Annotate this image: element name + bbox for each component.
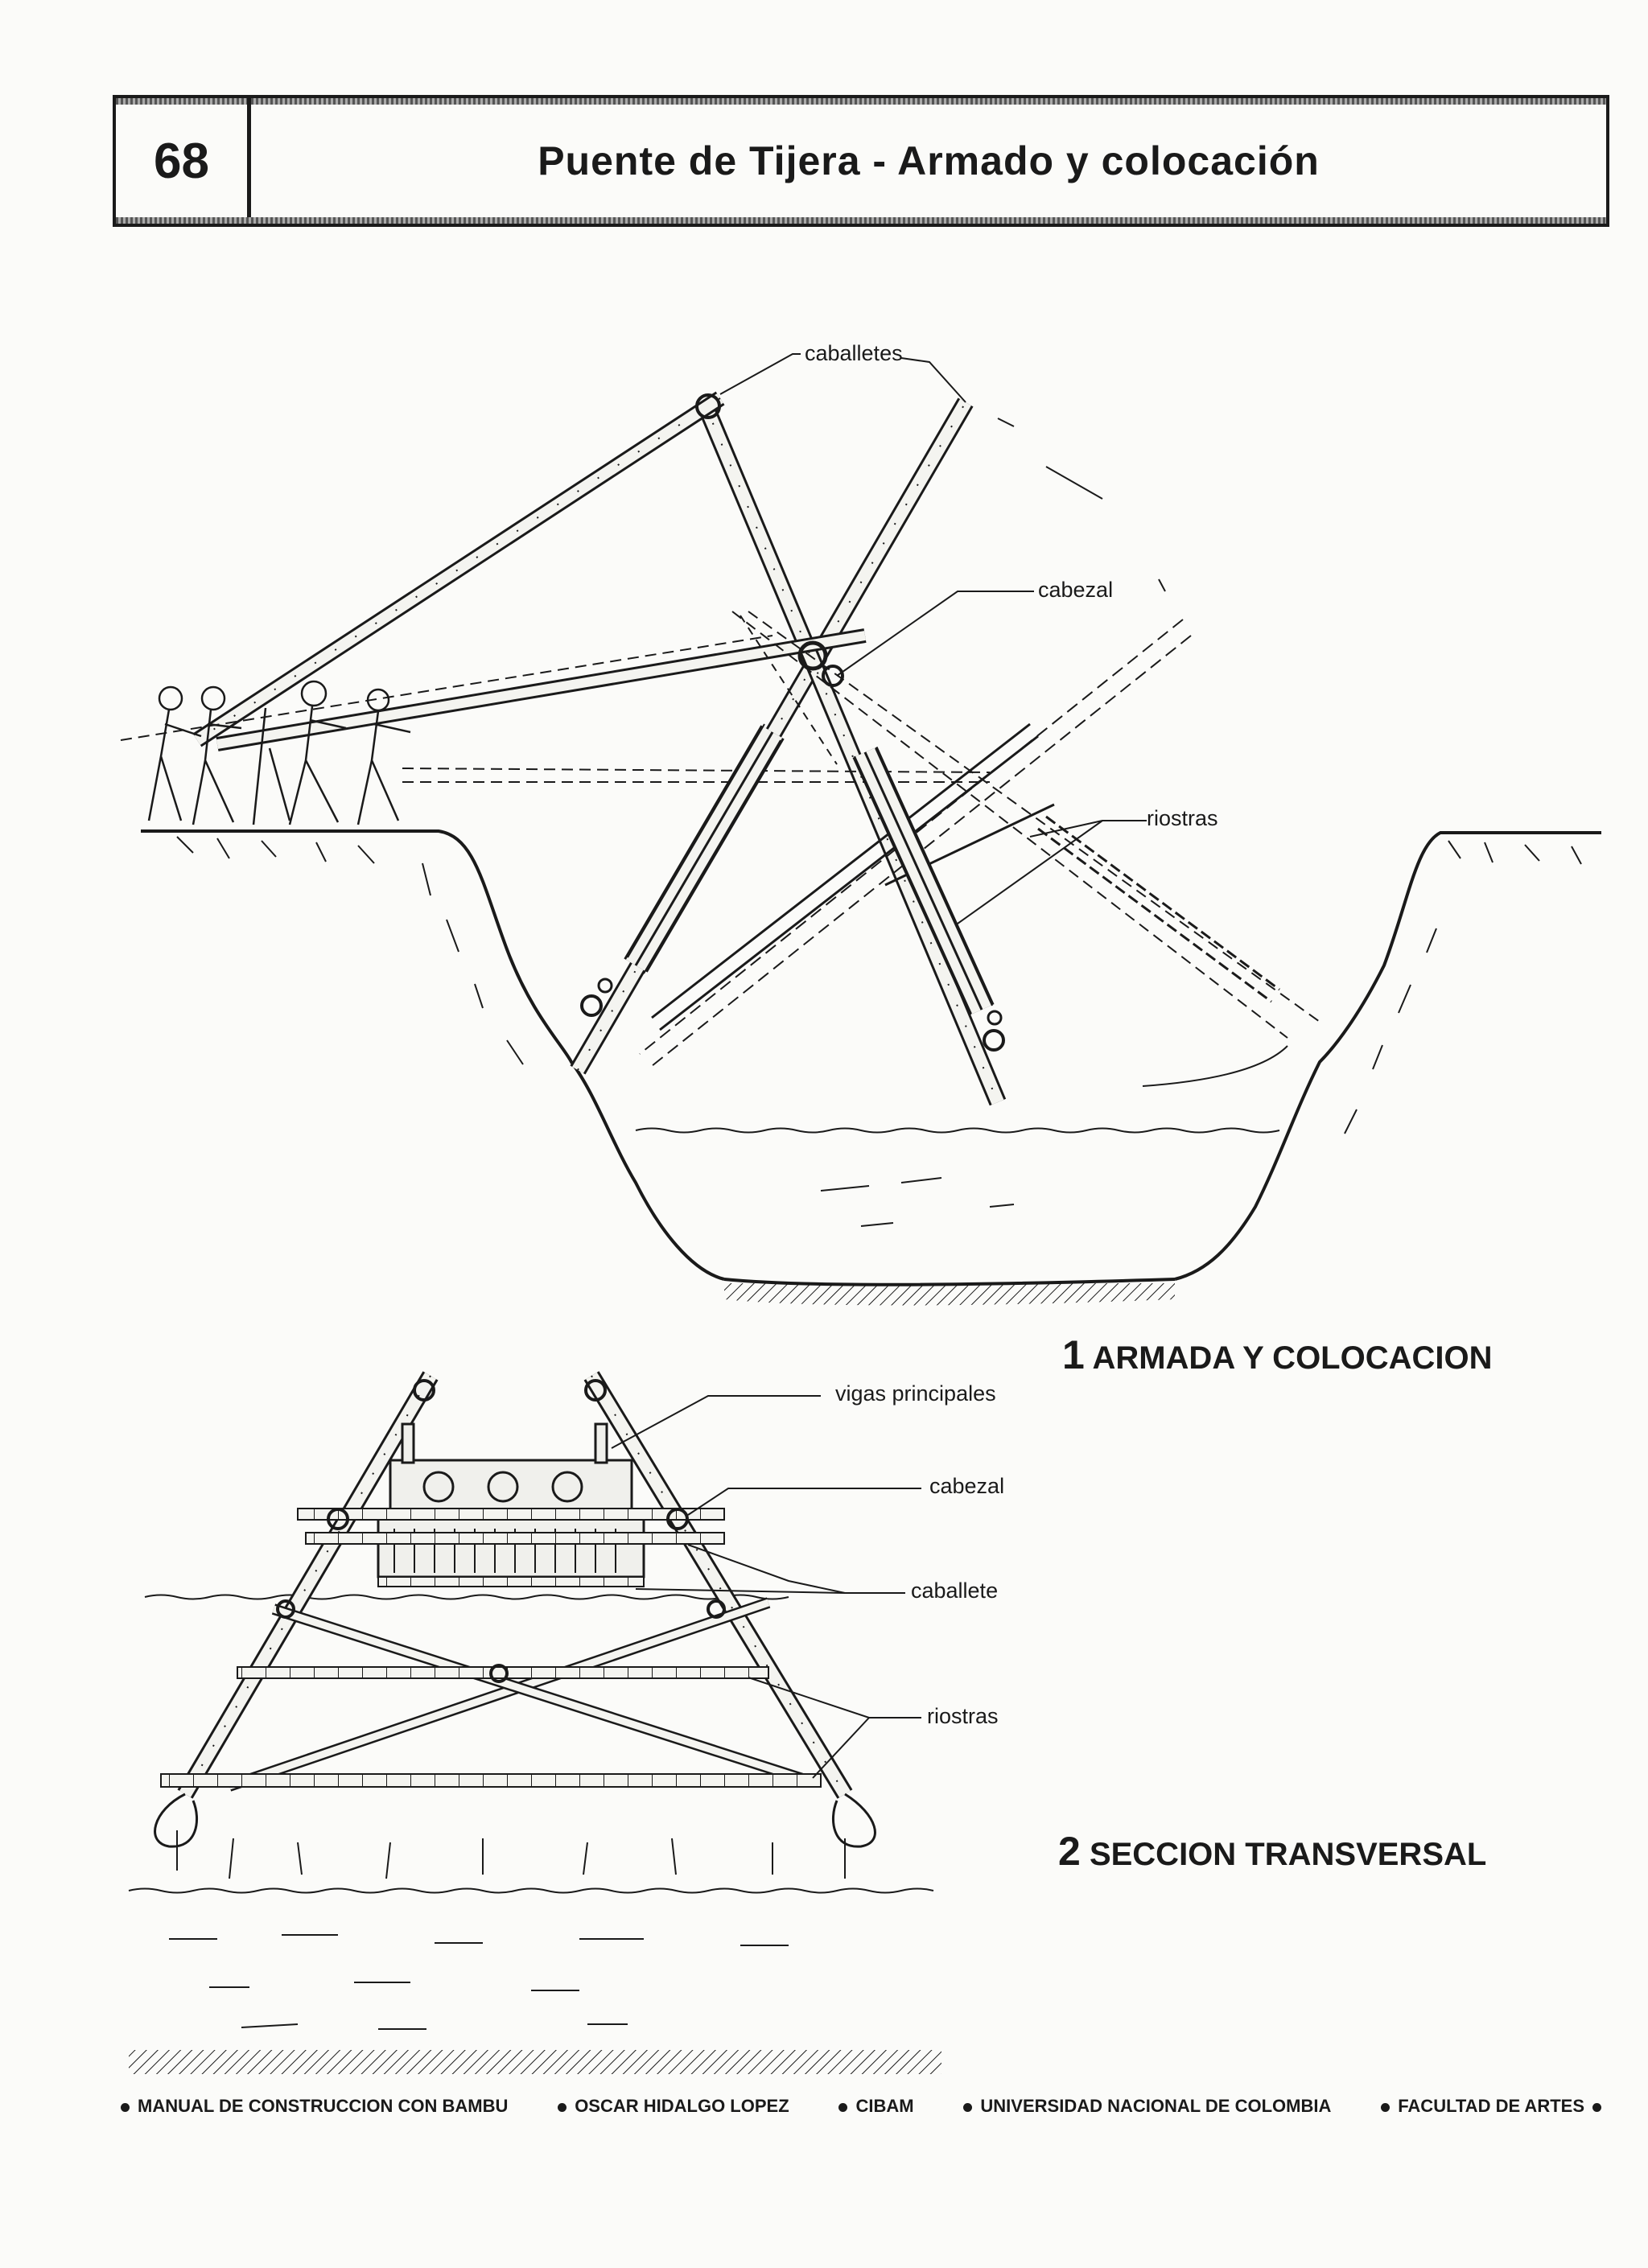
ground-right-texture — [1344, 840, 1582, 1134]
guide-rope-2 — [402, 768, 991, 773]
label-caballete: caballete — [911, 1579, 999, 1603]
water-line — [635, 1127, 1280, 1134]
river-bed-section — [129, 2050, 941, 2074]
bullet-icon — [963, 2102, 973, 2112]
figure-2-section-drawing — [128, 1371, 941, 2074]
header-shade-top — [116, 98, 1606, 105]
water-surface — [144, 1594, 789, 1600]
ground-left — [141, 829, 725, 1281]
page-number: 68 — [116, 98, 251, 224]
workers-pulling — [147, 680, 411, 825]
bullet-icon — [121, 2102, 130, 2112]
figure-1-assembly-drawing — [120, 391, 1601, 1306]
footer-item: OSCAR HIDALGO LOPEZ — [550, 2096, 789, 2117]
figure-1-caption-text: ARMADA Y COLOCACION — [1092, 1340, 1493, 1376]
page-title: Puente de Tijera - Armado y colocación — [538, 138, 1320, 183]
footer-item: MANUAL DE CONSTRUCCION CON BAMBU — [113, 2096, 508, 2117]
deck-beams — [377, 1422, 645, 1579]
label-cabezal-fig2: cabezal — [929, 1474, 1005, 1498]
page-footer: MANUAL DE CONSTRUCCION CON BAMBU OSCAR H… — [113, 2096, 1609, 2117]
guide-pole-ghost — [740, 615, 838, 765]
horizontal-riostra-2 — [160, 1773, 822, 1788]
joint-bottom-a — [580, 994, 603, 1017]
header-shade-bottom — [116, 217, 1606, 224]
label-cabezal-fig1: cabezal — [1038, 578, 1114, 602]
riostra-2 — [1037, 827, 1272, 1003]
bamboo-bundle-right — [852, 746, 995, 1016]
joint-top-left — [695, 393, 721, 419]
figure-2-caption-text: SECCION TRANSVERSAL — [1089, 1837, 1487, 1872]
figure-2-caption: 2 SECCION TRANSVERSAL — [1058, 1828, 1486, 1875]
bamboo-bundle-left — [624, 723, 785, 974]
joint-bottom-b — [983, 1029, 1005, 1052]
figure-1-caption: 1 ARMADA Y COLOCACION — [1062, 1332, 1493, 1378]
leg-foot-right — [831, 1793, 876, 1848]
bullet-icon — [1592, 2102, 1601, 2112]
ground-right — [1174, 831, 1601, 1281]
page-header: 68 Puente de Tijera - Armado y colocació… — [113, 95, 1609, 227]
river-bed-hatch — [724, 1283, 1175, 1306]
label-riostras-fig1: riostras — [1147, 806, 1218, 830]
guide-rope-1 — [120, 635, 773, 741]
cabezal-beam-1 — [297, 1508, 725, 1521]
figure-1-leaders — [719, 353, 1147, 924]
swing-arc — [1142, 1045, 1288, 1087]
horizontal-riostra-1 — [237, 1666, 769, 1679]
bullet-icon — [558, 2102, 567, 2112]
figure-2-leaders — [611, 1395, 921, 1779]
leg-foot-left — [154, 1793, 199, 1848]
footer-item: UNIVERSIDAD NACIONAL DE COLOMBIA — [955, 2096, 1331, 2117]
bullet-icon — [838, 2102, 848, 2112]
water-level-low — [128, 1887, 934, 1894]
label-riostras-fig2: riostras — [927, 1704, 999, 1728]
cabezal-beam-2 — [305, 1532, 725, 1545]
water-marks — [820, 1177, 1015, 1227]
label-caballetes: caballetes — [805, 341, 903, 365]
footer-item: FACULTAD DE ARTES — [1373, 2096, 1609, 2117]
caballete-beam — [377, 1576, 645, 1587]
footer-item: CIBAM — [830, 2096, 914, 2117]
ground-left-texture — [176, 836, 524, 1065]
figure-2-caption-number: 2 — [1058, 1829, 1081, 1874]
bullet-icon — [1381, 2102, 1390, 2112]
label-vigas-principales: vigas principales — [835, 1381, 996, 1406]
joint-cabezal — [797, 640, 828, 671]
figure-1-caption-number: 1 — [1062, 1332, 1085, 1377]
riostra-1 — [651, 722, 1031, 1019]
